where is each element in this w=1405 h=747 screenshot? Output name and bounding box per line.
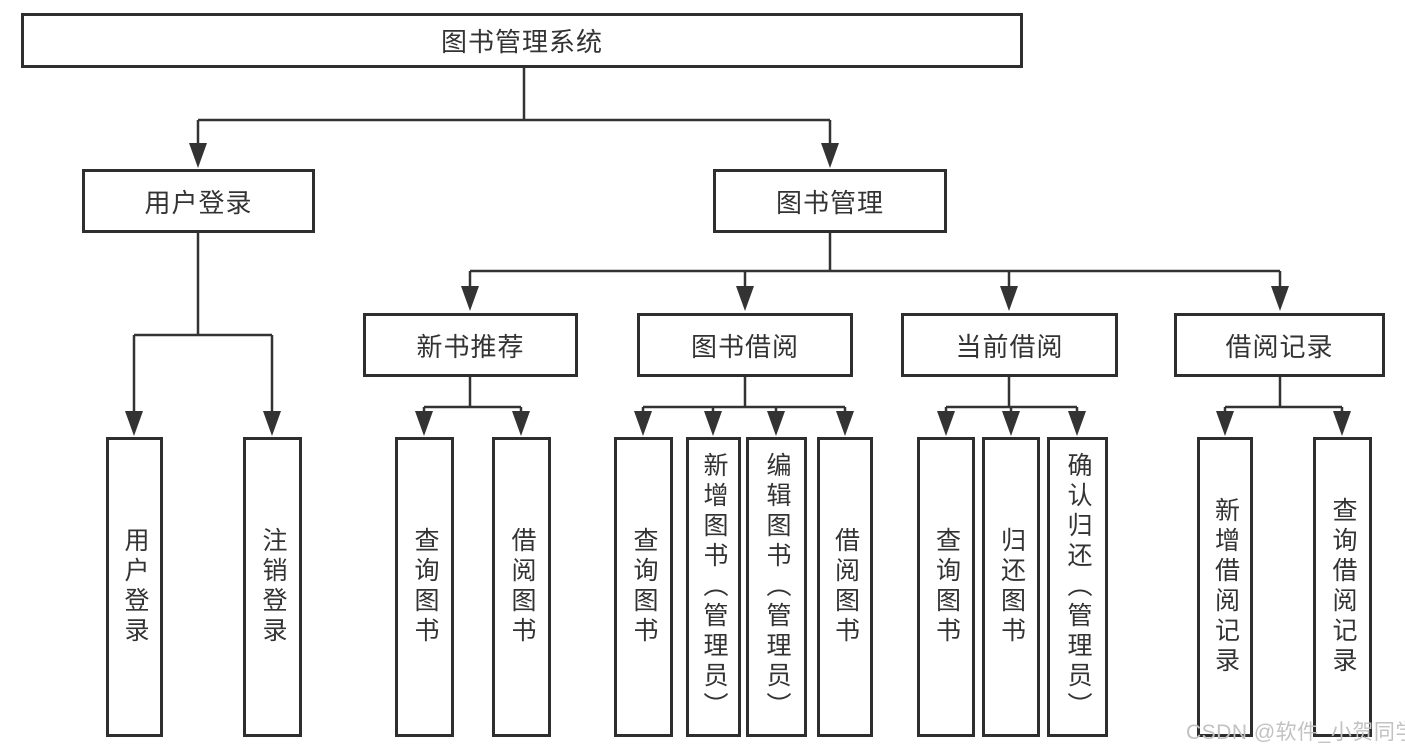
leaf-confirm-return-admin: 确认归还（管理员） (1047, 437, 1108, 737)
node-system-root-label: 图书管理系统 (440, 27, 603, 57)
node-borrow-records: 借阅记录 (1174, 313, 1385, 377)
leaf-edit-book-admin: 编辑图书（管理员） (746, 437, 807, 737)
leaf-logout: 注销登录 (243, 437, 302, 737)
leaf-return-book: 归还图书 (982, 437, 1040, 737)
node-user-login: 用户登录 (82, 169, 315, 233)
leaf-query-borrow-record: 查询借阅记录 (1313, 437, 1372, 737)
leaf-add-book-admin: 新增图书（管理员） (686, 437, 741, 737)
leaf-confirm-return-admin-label: 确认归还（管理员） (1064, 452, 1092, 722)
leaf-query-books-current: 查询图书 (917, 437, 975, 737)
node-new-book-recommend-label: 新书推荐 (416, 331, 525, 362)
node-book-borrowing: 图书借阅 (637, 313, 853, 377)
leaf-return-book-label: 归还图书 (997, 527, 1026, 647)
leaf-borrow-books-recommend: 借阅图书 (492, 437, 551, 737)
leaf-borrow-books-borrowing-label: 借阅图书 (831, 527, 860, 647)
node-current-borrowing: 当前借阅 (901, 313, 1118, 377)
leaf-query-borrow-record-label: 查询借阅记录 (1329, 497, 1357, 677)
leaf-add-borrow-record-label: 新增借阅记录 (1211, 497, 1240, 677)
node-book-management: 图书管理 (713, 169, 947, 233)
node-user-login-label: 用户登录 (144, 187, 253, 218)
node-book-borrowing-label: 图书借阅 (690, 331, 799, 362)
leaf-user-login-label: 用户登录 (121, 527, 149, 647)
leaf-add-borrow-record: 新增借阅记录 (1197, 437, 1253, 737)
leaf-logout-label: 注销登录 (259, 527, 287, 647)
leaf-query-books-recommend-label: 查询图书 (411, 527, 439, 647)
node-book-management-label: 图书管理 (775, 187, 884, 218)
leaf-query-books-borrowing: 查询图书 (614, 437, 673, 737)
leaf-user-login: 用户登录 (106, 437, 163, 737)
leaf-add-book-admin-label: 新增图书（管理员） (700, 452, 728, 722)
node-current-borrowing-label: 当前借阅 (955, 331, 1064, 362)
leaf-borrow-books-recommend-label: 借阅图书 (508, 527, 536, 647)
csdn-watermark: CSDN @软件_小贺同学 (1186, 721, 1405, 744)
leaf-query-books-recommend: 查询图书 (395, 437, 454, 737)
leaf-edit-book-admin-label: 编辑图书（管理员） (763, 452, 791, 722)
leaf-borrow-books-borrowing: 借阅图书 (817, 437, 873, 737)
leaf-query-books-borrowing-label: 查询图书 (630, 527, 658, 647)
node-new-book-recommend: 新书推荐 (363, 313, 578, 377)
node-borrow-records-label: 借阅记录 (1225, 331, 1334, 362)
node-system-root: 图书管理系统 (21, 13, 1023, 68)
leaf-query-books-current-label: 查询图书 (932, 527, 961, 647)
